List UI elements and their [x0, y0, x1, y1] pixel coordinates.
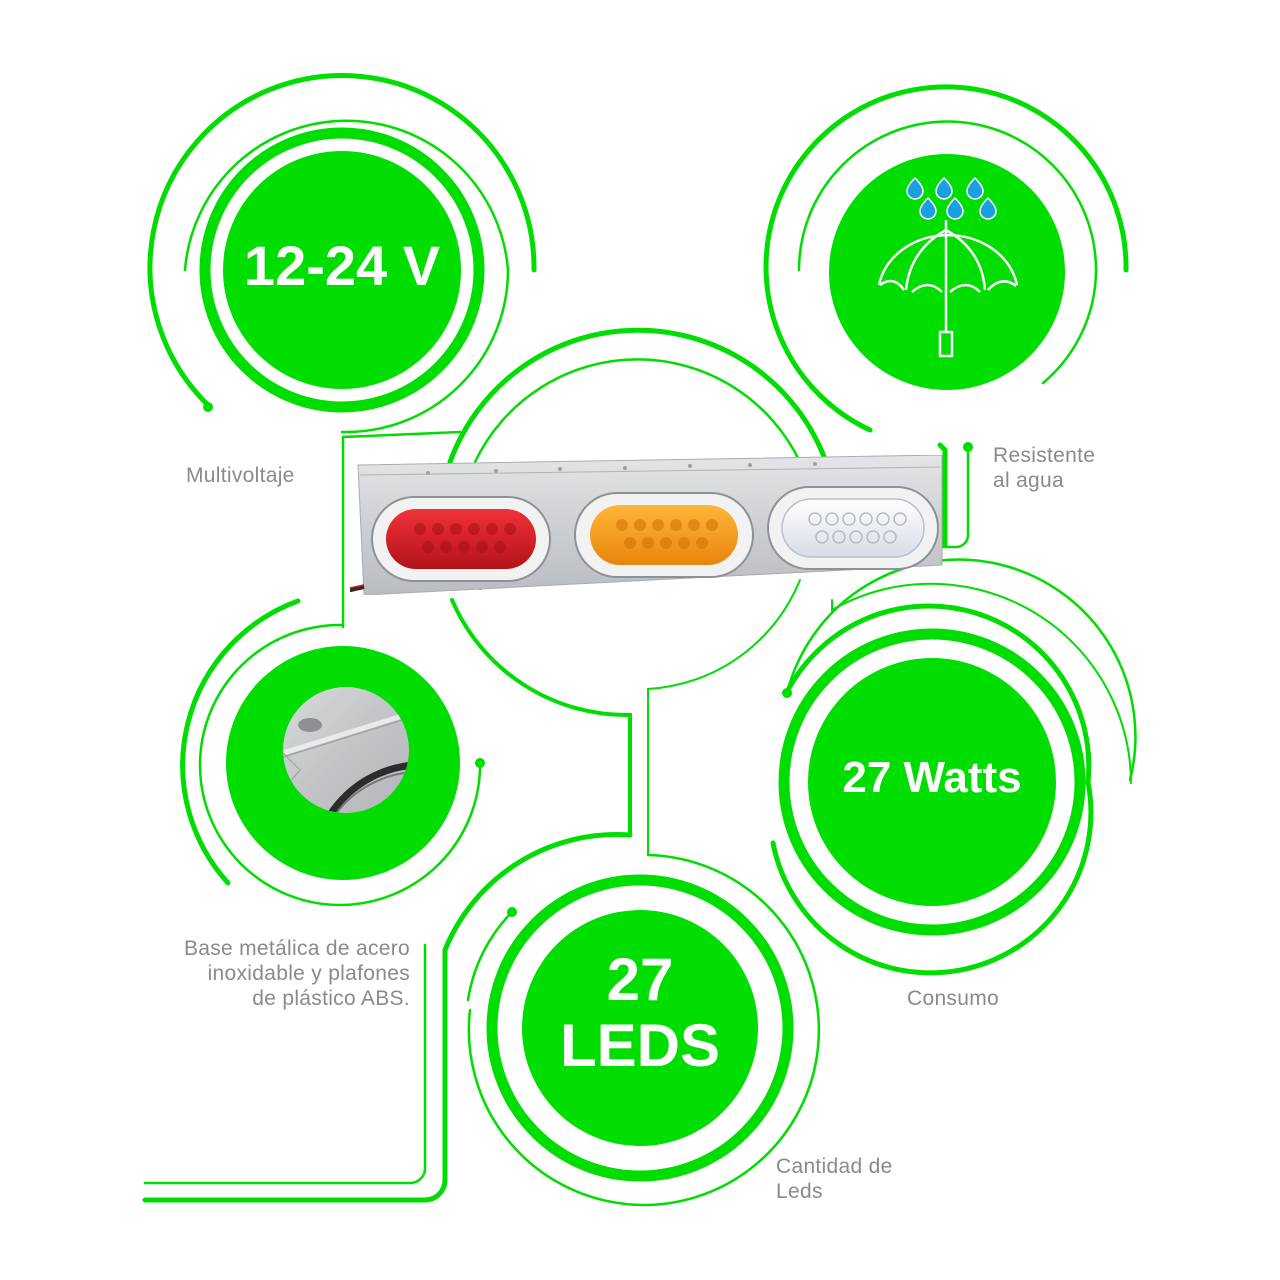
water-label: Resistente al agua [993, 443, 1095, 493]
material-label-line-1: Base metálica de acero [183, 937, 410, 960]
voltage-connector [341, 430, 462, 627]
umbrella-rain-icon [877, 176, 1019, 358]
material-badge-rings [180, 598, 482, 907]
power-label: Consumo [907, 987, 999, 1010]
leds-label-line-2: Leds [776, 1180, 823, 1203]
power-wire [350, 584, 365, 593]
center-arcs [447, 327, 829, 856]
clear-lamp [767, 486, 939, 570]
material-label-line-3: de plástico ABS. [252, 987, 410, 1010]
steel-bracket-photo [283, 687, 409, 813]
leds-badge-count: 27 [606, 946, 674, 1013]
water-connector [938, 446, 970, 549]
material-connector [143, 943, 427, 1185]
power-badge-rings [770, 558, 1137, 976]
leds-label: Cantidad de Leds [776, 1154, 893, 1204]
voltage-badge-value: 12-24 V [243, 234, 441, 297]
power-badge-value: 27 Watts [842, 753, 1022, 802]
material-label-line-2: inoxidable y plafones [207, 962, 410, 985]
leds-label-line-1: Cantidad de [776, 1155, 893, 1178]
product-image [350, 455, 943, 595]
leds-badge-rings [142, 832, 821, 1207]
amber-lamp [574, 492, 754, 578]
water-label-line-1: Resistente [993, 444, 1096, 467]
voltage-badge-rings [147, 73, 537, 434]
voltage-label: Multivoltaje [186, 464, 295, 487]
leds-badge-unit: LEDS [559, 1012, 721, 1079]
material-label: Base metálica de acero inoxidable y plaf… [100, 936, 410, 1011]
leds-badge [522, 910, 758, 1146]
water-badge-rings [763, 84, 1129, 433]
red-lamp [371, 496, 551, 582]
power-badge [808, 658, 1056, 906]
water-label-line-2: al agua [993, 469, 1064, 492]
voltage-badge [223, 151, 461, 389]
